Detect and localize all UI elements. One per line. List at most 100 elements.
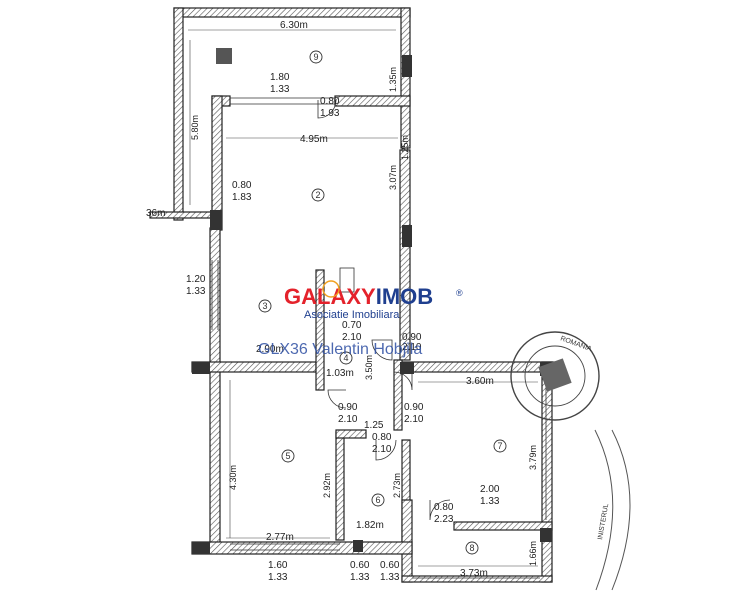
dim-2-77: 2.77m [266,532,294,543]
dimension-lines [188,29,538,567]
dimension-labels: 6.30m 1.80 1.33 0.80 1.93 1.35m 5.80m 4.… [146,20,538,583]
dim-1-66: 1.66m [528,541,538,566]
dim-0-60b: 0.60 [380,560,400,571]
room-9-number: 9 [313,52,318,62]
dim-2-92: 2.92m [322,473,332,498]
pillar [192,542,210,554]
dim-1-83: 1.83 [232,192,252,203]
dim-0-80b: 0.80 [232,180,252,191]
room-4-number: 4 [343,353,348,363]
dim-0-80a: 0.80 [320,96,340,107]
door-swing [317,99,337,119]
doors [216,48,451,521]
dim-1-82: 1.82m [356,520,384,531]
room-7-number: 7 [497,441,502,451]
dim-2-10a: 2.10 [342,332,362,343]
wall-inner-left-upper [211,95,223,231]
stamp-arc [611,429,631,591]
wall-room6-top [335,429,367,439]
room-5-marker [281,449,295,463]
wall-hall-left [315,269,325,391]
dim-6-30: 6.30m [280,20,308,31]
dim-0-80d: 0.80 [434,502,454,513]
dim-0-90a: 0.90 [402,332,422,343]
room-2-number: 2 [315,190,320,200]
room-3-number: 3 [262,301,267,311]
dim-0-90c: 0.90 [404,402,424,413]
dim-36: 36m [146,208,165,219]
dim-1-33b: 1.33 [186,286,206,297]
wall-hall-right [393,359,403,431]
wall-right-room2 [399,149,411,361]
dim-3-60: 3.60m [466,376,494,387]
dim-1-20: 1.20 [186,274,206,285]
dim-1-60: 1.60 [268,560,288,571]
wall-left-balcony [173,7,184,221]
room-6-number: 6 [375,495,380,505]
dim-1-33f: 1.33 [380,572,400,583]
dim-3-07: 3.07m [388,165,398,190]
dim-1-25a: 1.25m [400,135,410,160]
room-4-marker [339,351,353,365]
dim-0-80c: 0.80 [372,432,392,443]
dim-3-50: 3.50m [364,355,374,380]
dim-1-35: 1.35m [388,67,398,92]
logo-text: GALAXYIMOB [284,284,433,309]
room-8-marker [465,541,479,555]
dim-2-73: 2.73m [392,473,402,498]
stamp-inner-ring [524,345,586,407]
logo-part-imob: IMOB [376,284,433,309]
dim-2-10c: 2.10 [338,414,358,425]
pillars [192,55,554,554]
pillar [402,55,412,77]
room-8-number: 8 [469,543,474,553]
dim-3-73: 3.73m [460,568,488,579]
door-swing [375,439,397,461]
dim-1-33a: 1.33 [270,84,290,95]
logo-orbit-icon [322,280,340,298]
dim-1-33d: 1.33 [268,572,288,583]
dim-0-60a: 0.60 [350,560,370,571]
dim-1-25b: 1.25 [364,420,384,431]
dim-4-30: 4.30m [228,465,238,490]
wall-top-balcony [173,7,411,18]
dim-1-80: 1.80 [270,72,290,83]
agent-watermark: GLX36 Valentin Hobjila [258,341,422,358]
dim-1-33e: 1.33 [350,572,370,583]
logo-tagline: Asociatie Imobiliara [304,309,400,321]
dim-0-90b: 0.90 [338,402,358,413]
pillar [353,540,363,552]
dim-2-10d: 2.10 [404,414,424,425]
dim-1-03: 1.03m [326,368,354,379]
wall-mid-horizontal-right [399,361,561,373]
wall-room8-bottom [401,575,553,583]
door-swing [429,499,451,521]
wall-inner-top-right [334,95,411,107]
wall-main-left [209,227,221,551]
windows [211,97,547,579]
dim-2-10b: 2.10 [402,342,422,353]
dim-0-70: 0.70 [342,320,362,331]
galaxyimob-logo: GALAXYIMOB ® Asociatie Imobiliara [284,280,463,321]
stamp-side-text: INISTERUL [597,503,610,540]
door-swing [327,389,347,409]
dim-2-00: 2.00 [480,484,500,495]
small-stairs [339,267,355,293]
logo-registered-mark: ® [456,288,463,298]
room-6-marker [371,493,385,507]
wall-room7-right [541,361,553,583]
room-9-marker [309,50,323,64]
pillar [402,225,412,247]
door-swing [371,339,393,361]
wall-room8-top [453,521,553,531]
dim-1-93: 1.93 [320,108,340,119]
pillar [540,528,552,542]
pillar [192,362,210,374]
dim-3-79: 3.79m [528,445,538,470]
room-labels: 9 2 3 4 5 6 7 8 [258,50,507,555]
room-3-marker [258,299,272,313]
room-2-marker [311,188,325,202]
room-7-marker [493,439,507,453]
logo-part-axy: AXY [330,284,376,309]
